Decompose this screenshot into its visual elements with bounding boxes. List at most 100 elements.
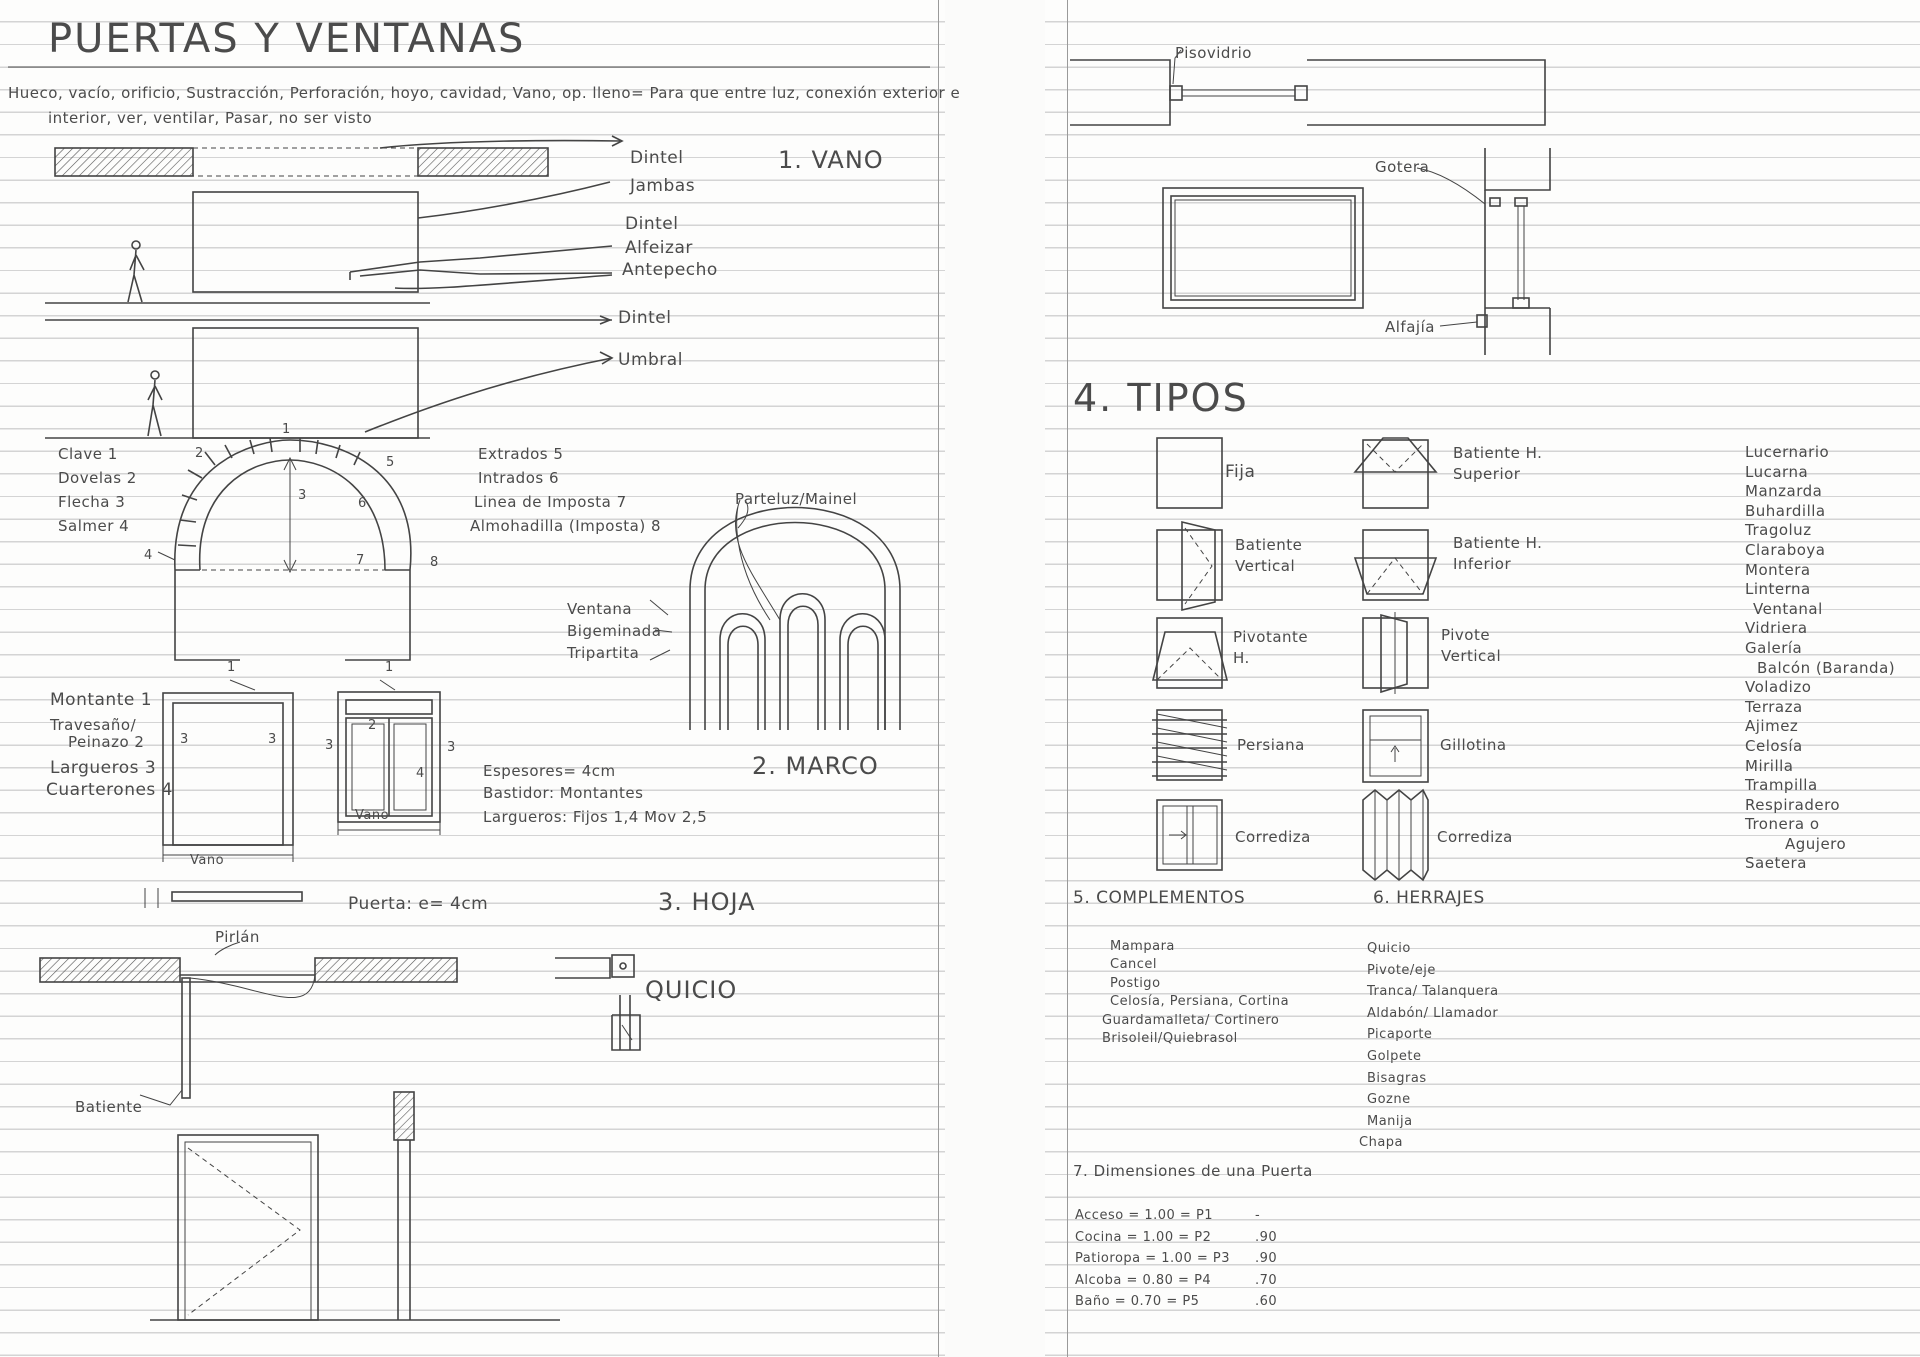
tipo-list-item: Galería <box>1745 638 1803 657</box>
section-2-heading: 2. MARCO <box>752 752 879 780</box>
vano-label: Umbral <box>618 350 683 370</box>
dimension-alt: .90 <box>1255 1251 1278 1267</box>
tipo-list-item: Vidriera <box>1745 619 1808 638</box>
dimension-alt: .90 <box>1255 1229 1278 1245</box>
tipo-list-item: Buhardilla <box>1745 501 1826 520</box>
tipo-list-item: Respiradero <box>1745 795 1841 814</box>
arch-part-label: Salmer 4 <box>58 517 130 535</box>
marco-number: 4 <box>416 766 425 781</box>
vano-label: Alfeizar <box>625 238 693 258</box>
section-3-heading: 3. HOJA <box>658 888 756 916</box>
tipo-label: Pivotante H. <box>1233 628 1309 667</box>
tipo-label: Fija <box>1225 462 1256 482</box>
page-edge-line <box>1067 0 1068 1357</box>
tipo-list-item: Trampilla <box>1745 776 1818 795</box>
vano-label: Antepecho <box>622 260 718 280</box>
arch-number: 3 <box>298 488 307 503</box>
espesores-line: Largueros: Fijos 1,4 Mov 2,5 <box>483 808 708 826</box>
alfajia-label: Alfajía <box>1385 318 1435 336</box>
intro-line-1: Hueco, vacío, orificio, Sustracción, Per… <box>8 84 961 102</box>
herraje-item: Picaporte <box>1367 1027 1433 1043</box>
arch-number: 2 <box>195 446 204 461</box>
pisovidrio-plan <box>1070 49 1546 126</box>
vano-label: Dintel <box>618 308 672 328</box>
tipo-list-item: Saetera <box>1745 854 1807 873</box>
arch-part-label: Clave 1 <box>58 445 118 463</box>
section-7-heading: 7. Dimensiones de una Puerta <box>1073 1162 1313 1180</box>
arch-number: 5 <box>386 455 395 470</box>
marco-number: 3 <box>180 732 189 747</box>
complemento-item: Cancel <box>1110 957 1158 973</box>
tipo-guillotina-icon <box>1362 709 1429 783</box>
tipo-fija-icon <box>1156 437 1223 509</box>
ventana-type-label: Bigeminada <box>567 622 662 640</box>
vano-label: Dintel <box>625 214 679 234</box>
arch-number: 6 <box>358 496 367 511</box>
tipo-label: Pivote Vertical <box>1441 626 1502 665</box>
marco-part-label: Travesaño/ <box>50 716 137 734</box>
ventana-type-label: Tripartita <box>567 644 640 662</box>
section-1-heading: 1. VANO <box>778 146 884 174</box>
intro-line-2: interior, ver, ventilar, Pasar, no ser v… <box>48 109 373 127</box>
herraje-item: Aldabón/ Llamador <box>1367 1005 1499 1021</box>
dimension-label: Acceso = 1.00 = P1 <box>1075 1208 1214 1223</box>
marco-door-frame <box>162 679 294 862</box>
arch-part-label: Dovelas 2 <box>58 469 137 487</box>
gotera-label: Gotera <box>1375 158 1430 176</box>
arch-number: 7 <box>356 553 365 568</box>
marco-part-label: Cuarterones 4 <box>46 780 174 800</box>
vano-caption: Vano <box>355 808 390 823</box>
arch-diagram <box>157 437 412 661</box>
complementos-list: Mampara Cancel Postigo Celosía, Persiana… <box>1102 938 1290 1048</box>
dimension-alt: .70 <box>1255 1272 1278 1288</box>
left-page-sketches <box>8 66 930 1321</box>
tipo-corrediza-2-icon <box>1362 788 1429 882</box>
herraje-item: Bisagras <box>1367 1070 1427 1086</box>
tipo-pivotante-h-icon <box>1151 617 1229 689</box>
tipo-list-item: Manzarda <box>1745 482 1823 501</box>
arch-part-label: Flecha 3 <box>58 493 126 511</box>
dimension-alt: - <box>1255 1208 1261 1223</box>
tipo-list-item: Mirilla <box>1745 756 1794 775</box>
herrajes-list: Quicio Pivote/eje Tranca/ Talanquera Ald… <box>1359 938 1499 1154</box>
tipo-list-item: Agujero <box>1785 834 1847 853</box>
vano-caption: Vano <box>190 853 225 868</box>
tipos-list: Lucernario Lucarna Manzarda Buhardilla T… <box>1745 443 1915 874</box>
tipo-list-item: Claraboya <box>1745 540 1826 559</box>
window-elevation-frame <box>1162 187 1364 309</box>
complemento-item: Celosía, Persiana, Cortina <box>1110 994 1290 1010</box>
dimension-alt: .60 <box>1255 1294 1278 1310</box>
herraje-item: Manija <box>1367 1113 1413 1129</box>
window-section-detail <box>1416 148 1551 355</box>
herraje-item: Quicio <box>1367 941 1411 956</box>
arch-part-label: Almohadilla (Imposta) 8 <box>470 517 662 535</box>
tipo-list-item: Tronera o <box>1745 815 1820 834</box>
ventana-tripartita-sketch <box>649 499 901 730</box>
left-notebook-page: PUERTAS Y VENTANAS Hueco, vacío, orifici… <box>0 0 960 1357</box>
marco-number: 1 <box>385 660 394 675</box>
dimension-label: Baño = 0.70 = P5 <box>1075 1294 1200 1310</box>
right-page-sketches <box>1070 49 1551 882</box>
herraje-item: Pivote/eje <box>1367 962 1436 978</box>
marco-number: 2 <box>368 718 377 733</box>
tipo-list-item: Balcón (Baranda) <box>1757 658 1896 677</box>
tipo-batiente-vertical-icon <box>1156 520 1223 612</box>
tipo-label: Batiente H. Inferior <box>1453 534 1543 573</box>
marco-part-label: Peinazo 2 <box>68 733 145 751</box>
right-notebook-page: Pisovidrio Gotera Alfajía 4. TIPOS Fija … <box>1045 0 1920 1357</box>
puerta-espesor: Puerta: e= 4cm <box>348 894 489 914</box>
espesores-line: Bastidor: Montantes <box>483 784 644 802</box>
tipo-pivote-vertical-icon <box>1362 612 1429 694</box>
complemento-item: Guardamalleta/ Cortinero <box>1102 1012 1280 1028</box>
parteluz-label: Parteluz/Mainel <box>735 490 858 508</box>
tipo-list-item: Montera <box>1745 560 1811 579</box>
pisovidrio-label: Pisovidrio <box>1175 44 1252 62</box>
complemento-item: Brisoleil/Quiebrasol <box>1102 1031 1238 1047</box>
marco-number: 3 <box>447 740 456 755</box>
tipo-list-item: Terraza <box>1745 697 1803 716</box>
marco-window-frame <box>337 679 441 835</box>
complemento-item: Mampara <box>1110 939 1175 954</box>
section-6-heading: 6. HERRAJES <box>1373 888 1485 908</box>
tipo-label: Corrediza <box>1235 828 1311 846</box>
quicio-sketch <box>555 954 641 1051</box>
